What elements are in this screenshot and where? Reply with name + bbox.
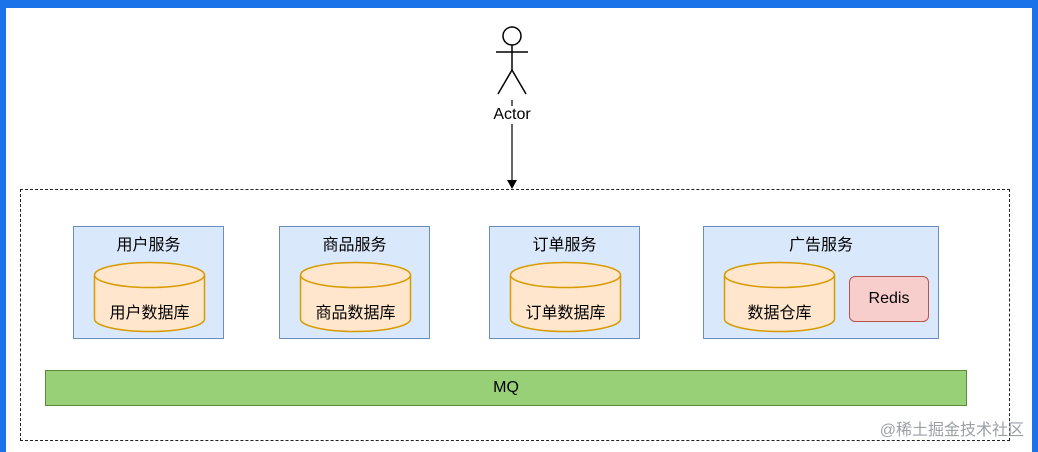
service-order-title: 订单服务 <box>532 237 597 254</box>
watermark: @稀土掘金技术社区 <box>879 422 1024 439</box>
db-product-label: 商品数据库 <box>315 305 396 322</box>
db-warehouse: 数据仓库 <box>723 261 836 333</box>
database-icon <box>509 261 622 333</box>
service-ads-title: 广告服务 <box>788 237 853 254</box>
message-queue: MQ <box>45 370 967 406</box>
service-ads: 广告服务 数据仓库 Redis <box>703 226 939 339</box>
db-user: 用户数据库 <box>93 261 206 333</box>
service-product-title: 商品服务 <box>322 237 387 254</box>
connectors-layer <box>496 26 528 189</box>
service-user: 用户服务 用户数据库 <box>73 226 224 339</box>
diagram-canvas: Actor 用户服务 用户数据库 商品服务 商品数据库 订单服务 <box>6 8 1032 452</box>
service-product: 商品服务 商品数据库 <box>279 226 430 339</box>
service-order: 订单服务 订单数据库 <box>489 226 640 339</box>
db-warehouse-label: 数据仓库 <box>747 305 812 322</box>
database-icon <box>299 261 412 333</box>
db-product: 商品数据库 <box>299 261 412 333</box>
actor-label: Actor <box>472 106 552 124</box>
db-order: 订单数据库 <box>509 261 622 333</box>
database-icon <box>93 261 206 333</box>
db-order-label: 订单数据库 <box>525 305 606 322</box>
db-user-label: 用户数据库 <box>109 305 190 322</box>
database-icon <box>723 261 836 333</box>
actor-icon <box>496 26 528 95</box>
service-user-title: 用户服务 <box>116 237 181 254</box>
redis-cache: Redis <box>849 276 929 322</box>
system-boundary <box>20 189 1010 441</box>
